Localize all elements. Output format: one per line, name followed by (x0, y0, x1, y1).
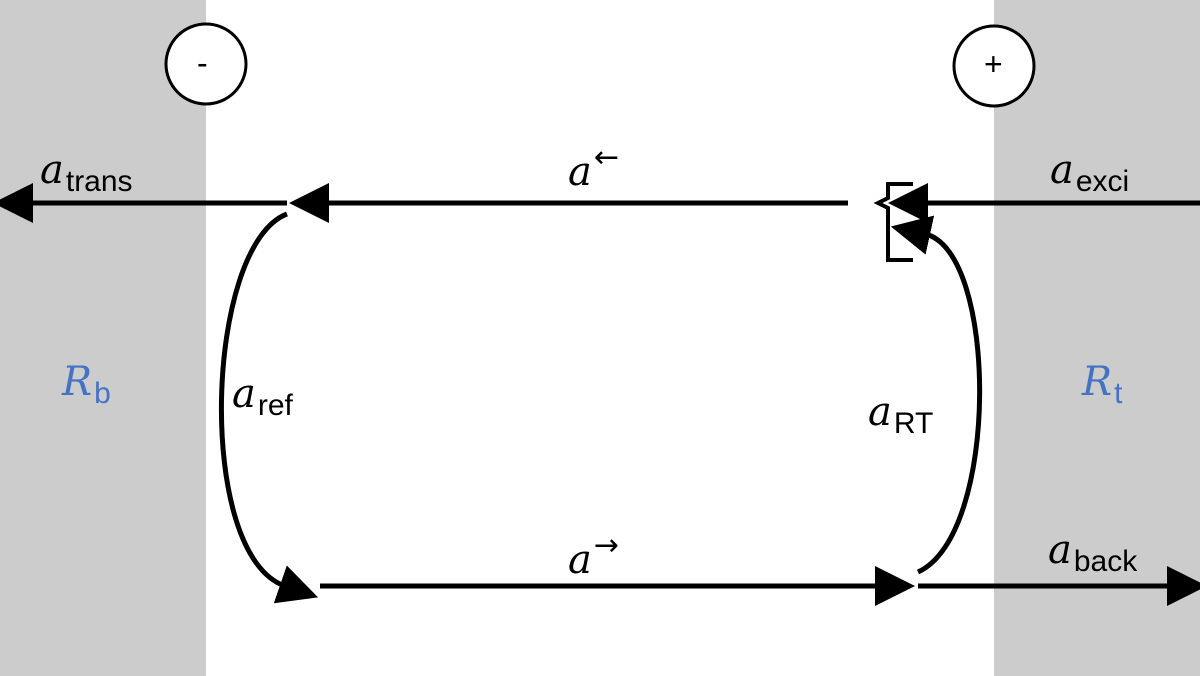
label-a-rt: aRT (868, 389, 934, 440)
plus-circle (952, 24, 1036, 108)
label-a-right: a→ (568, 528, 619, 583)
label-a-ref: aref (232, 371, 293, 422)
minus-circle (164, 22, 248, 106)
label-r-t: Rt (1082, 359, 1123, 410)
label-a-back: aback (1048, 527, 1138, 578)
plus-sign: + (984, 46, 1003, 82)
sum-bracket (873, 182, 913, 262)
right-reflector-panel (994, 0, 1200, 676)
left-reflector-panel (0, 0, 206, 676)
label-a-exci: aexci (1050, 147, 1130, 198)
label-a-left: a← (568, 140, 619, 195)
arrow-a-ref (218, 211, 319, 604)
minus-sign: - (197, 45, 208, 81)
label-r-b: Rb (62, 359, 111, 410)
arrow-a-rt (890, 215, 983, 575)
label-a-trans: atrans (40, 147, 133, 198)
